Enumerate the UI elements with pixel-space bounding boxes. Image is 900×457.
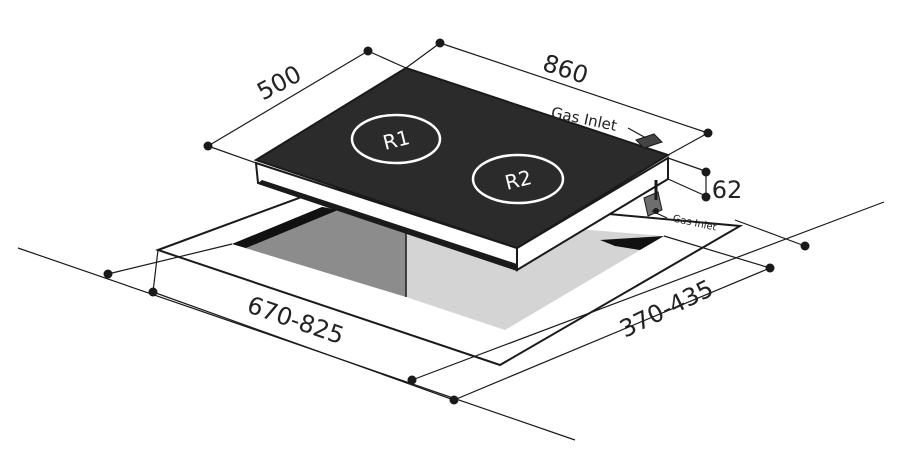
dimension-width-label: 860 [539,49,591,90]
cavity-dark-edge-left [232,207,338,248]
dimension-dots [103,38,810,405]
dimension-depth-label: 500 [252,60,306,106]
burner-r2-ring [471,153,565,205]
cavity-dark-edge-right [600,236,664,250]
hob-lower-trim [258,180,517,270]
dimension-height-label: 62 [712,176,743,204]
burner-r1-ring [350,113,442,165]
